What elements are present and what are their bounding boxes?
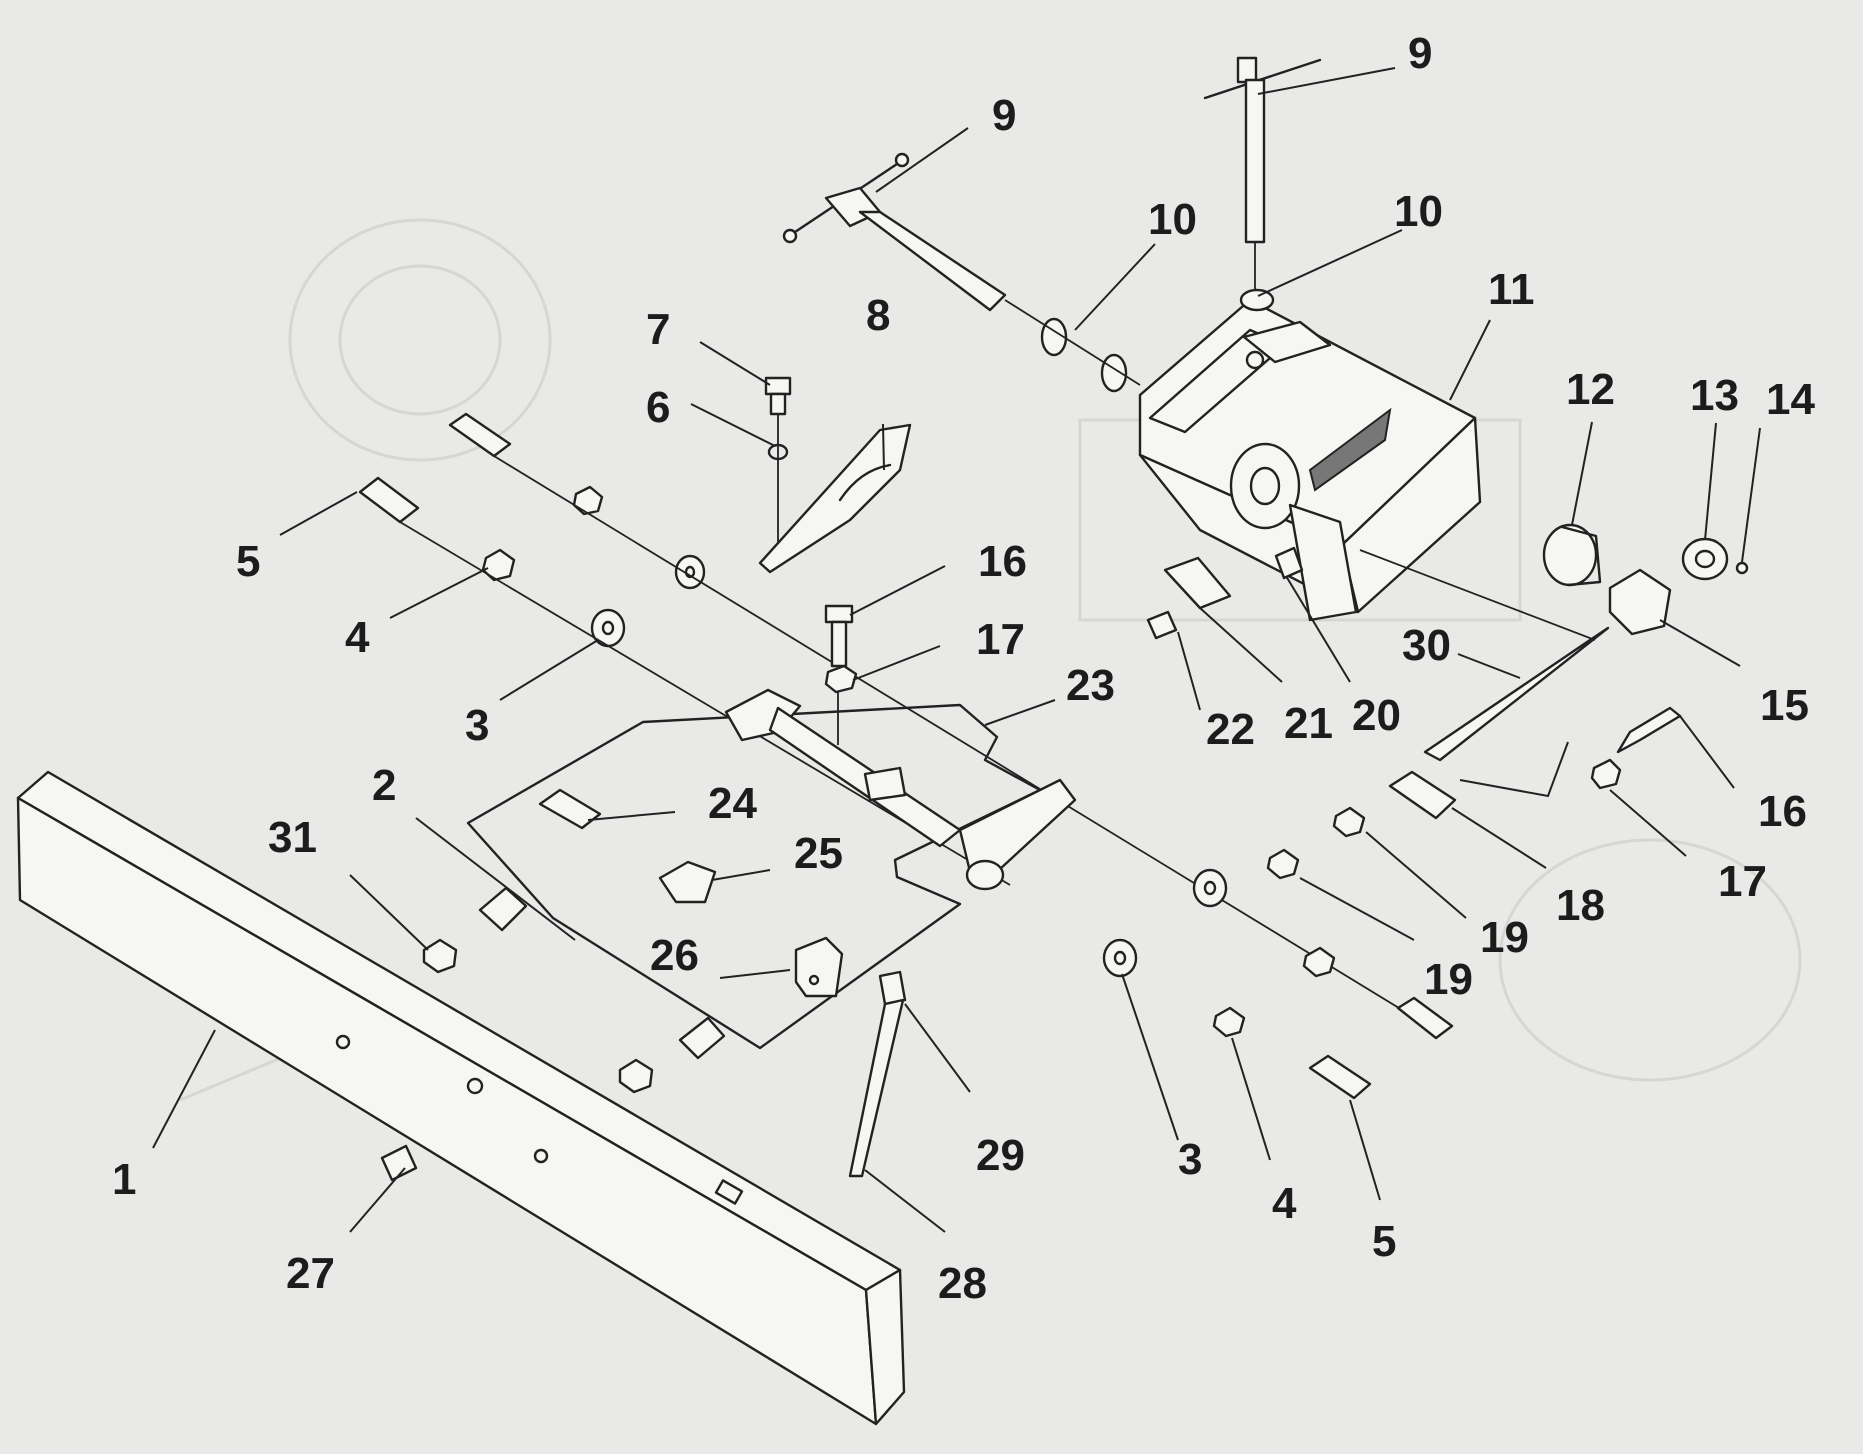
callout-6: 6 bbox=[646, 383, 670, 432]
part-27-screw bbox=[380, 1144, 418, 1182]
part-16-screw-right bbox=[1616, 706, 1682, 754]
callout-25: 25 bbox=[794, 829, 843, 878]
part-12-bushing bbox=[1542, 523, 1602, 587]
part-22-screw bbox=[1146, 610, 1178, 640]
part-26-block bbox=[794, 936, 844, 998]
part-29-bolt-head bbox=[878, 970, 907, 1006]
part-5-pin-right bbox=[1308, 996, 1454, 1100]
leader-lines bbox=[152, 67, 1761, 1233]
callout-24: 24 bbox=[708, 779, 757, 828]
callout-26: 26 bbox=[650, 931, 699, 980]
part-17-washer-right bbox=[1590, 758, 1622, 790]
pivot-arm-left bbox=[724, 688, 962, 848]
part-15-collar bbox=[1608, 568, 1672, 636]
callout-23: 23 bbox=[1066, 661, 1115, 710]
part-9-t-handle-left bbox=[782, 152, 1007, 312]
callout-18: 18 bbox=[1556, 881, 1605, 930]
callout-4-right: 4 bbox=[1272, 1179, 1297, 1228]
part-1-fence-bar bbox=[16, 770, 906, 1426]
part-24-pin bbox=[538, 788, 602, 830]
callout-11: 11 bbox=[1488, 265, 1535, 314]
callout-16-upper: 16 bbox=[978, 537, 1027, 586]
callout-15: 15 bbox=[1760, 681, 1809, 730]
part-31-nut bbox=[422, 938, 654, 1094]
callout-17-upper: 17 bbox=[976, 615, 1025, 664]
callout-29: 29 bbox=[976, 1131, 1025, 1180]
callout-9-left: 9 bbox=[992, 91, 1016, 140]
part-14-ball bbox=[1735, 561, 1749, 575]
callout-1: 1 bbox=[112, 1155, 136, 1204]
part-5-pin-left bbox=[358, 412, 512, 524]
callout-21: 21 bbox=[1284, 699, 1333, 748]
callout-labels: 1 2 3 3 4 4 5 5 6 7 8 9 9 10 10 11 12 13… bbox=[112, 29, 1815, 1308]
part-21-link bbox=[1163, 556, 1232, 610]
part-4-nut-left bbox=[481, 485, 604, 582]
pivot-arm-right bbox=[958, 778, 1077, 891]
part-7-screw bbox=[764, 376, 792, 416]
callout-8: 8 bbox=[866, 291, 890, 340]
callout-10-right: 10 bbox=[1394, 187, 1443, 236]
callout-4-left: 4 bbox=[345, 613, 370, 662]
callout-19-a: 19 bbox=[1480, 913, 1529, 962]
callout-22: 22 bbox=[1206, 705, 1255, 754]
callout-27: 27 bbox=[286, 1249, 335, 1298]
part-4-nut-right bbox=[1212, 946, 1336, 1038]
part-11-housing-block bbox=[1138, 298, 1482, 622]
callout-3-right: 3 bbox=[1178, 1135, 1202, 1184]
callout-16-right: 16 bbox=[1758, 787, 1807, 836]
part-3-washer-left bbox=[590, 554, 706, 648]
callout-7: 7 bbox=[646, 305, 670, 354]
callout-5-left: 5 bbox=[236, 537, 260, 586]
callout-9-right: 9 bbox=[1408, 29, 1432, 78]
part-23-base-plate bbox=[466, 703, 1042, 1050]
callout-31: 31 bbox=[268, 813, 317, 862]
callout-20: 20 bbox=[1352, 691, 1401, 740]
callout-30: 30 bbox=[1402, 621, 1451, 670]
callout-2: 2 bbox=[372, 761, 396, 810]
callout-3-left: 3 bbox=[465, 701, 489, 750]
callout-28: 28 bbox=[938, 1259, 987, 1308]
callout-17-right: 17 bbox=[1718, 857, 1767, 906]
callout-5-right: 5 bbox=[1372, 1217, 1396, 1266]
part-19-nuts bbox=[1266, 806, 1366, 880]
part-3-washer-right bbox=[1102, 868, 1228, 978]
part-9-t-handle-right bbox=[1203, 56, 1322, 296]
part-18-link-plate bbox=[1388, 770, 1457, 820]
part-2-stud bbox=[478, 886, 726, 1060]
part-28-bolt-shaft bbox=[848, 998, 905, 1178]
part-17-washer-upper bbox=[824, 664, 858, 694]
part-16-screw-upper bbox=[824, 604, 854, 668]
callout-10-left: 10 bbox=[1148, 195, 1197, 244]
part-20-clip bbox=[1274, 546, 1304, 580]
part-25-block bbox=[658, 860, 717, 904]
part-30-shaft bbox=[1423, 626, 1610, 762]
callout-14: 14 bbox=[1766, 375, 1815, 424]
callout-19-b: 19 bbox=[1424, 955, 1473, 1004]
part-13-nut bbox=[1681, 537, 1729, 581]
callout-13: 13 bbox=[1690, 371, 1739, 420]
callout-12: 12 bbox=[1566, 365, 1615, 414]
